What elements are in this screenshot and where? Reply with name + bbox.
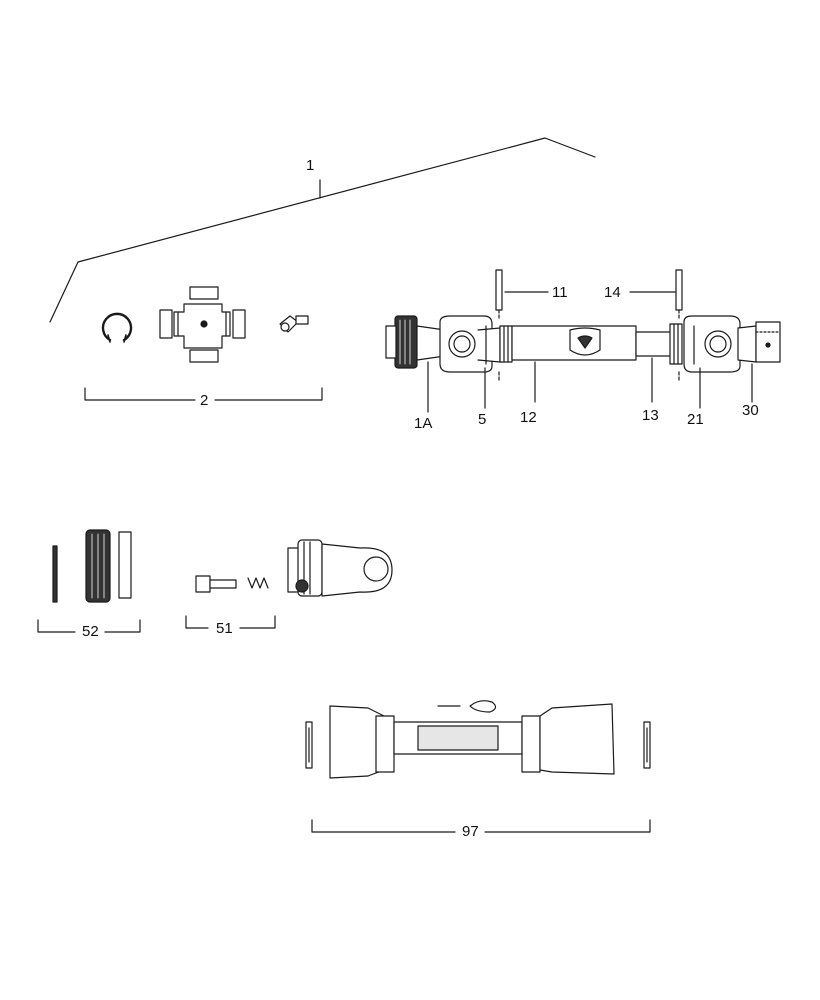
- callout-pin-14: 14: [604, 284, 621, 301]
- guard-97: [305, 700, 651, 833]
- collar-1a: [385, 315, 418, 369]
- callout-kit-cross: 2: [200, 392, 209, 409]
- callout-cross-5: 5: [478, 411, 487, 428]
- callout-guard-97: 97: [462, 823, 479, 840]
- snap-ring: [101, 312, 133, 343]
- cross-21: [683, 315, 741, 373]
- callout-yoke-30: 30: [742, 402, 759, 419]
- kit-2-bracket: [84, 387, 323, 401]
- callout-cross-21: 21: [687, 411, 704, 428]
- callout-collar-52: 52: [82, 623, 99, 640]
- grease-fitting: [279, 315, 309, 333]
- assembly-leader: [49, 137, 596, 323]
- cross-5: [439, 315, 501, 373]
- yoke-30: [737, 321, 781, 363]
- callout-yoke-1a: 1A: [414, 415, 433, 432]
- collar-kit-52: [37, 529, 141, 633]
- callout-pin-11: 11: [552, 284, 568, 301]
- lock-kit-51: [185, 539, 393, 629]
- driveline-assembly: [385, 269, 781, 413]
- callout-lock-51: 51: [216, 620, 233, 637]
- pin-14: [675, 269, 683, 383]
- universal-joint-cross: [159, 286, 246, 363]
- pin-11: [495, 269, 503, 383]
- callout-assembly: 1: [306, 157, 315, 174]
- callout-tube-12: 12: [520, 409, 537, 426]
- callout-tube-13: 13: [642, 407, 659, 424]
